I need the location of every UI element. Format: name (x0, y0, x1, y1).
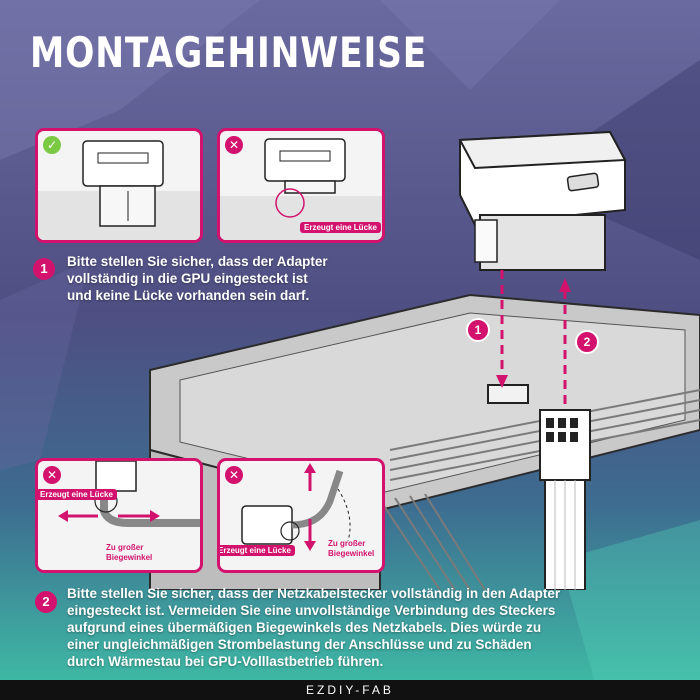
bend-angle-top-illustration (241, 463, 351, 551)
step-2-line: eingesteckt ist. Vermeiden Sie eine unvo… (67, 603, 556, 618)
checkmark-icon: ✓ (43, 136, 61, 154)
gap-tag: Erzeugt eine Lücke (220, 545, 295, 556)
step-1-line: vollständig in die GPU eingesteckt ist (67, 271, 308, 286)
diagram-step-2-badge: 2 (575, 330, 599, 354)
bend-angle-note-line: Zu großer (328, 539, 366, 548)
bend-angle-side-illustration (58, 461, 200, 527)
brand-footer: EZDIY-FAB (0, 680, 700, 700)
bend-angle-note-line: Biegewinkel (106, 553, 153, 562)
bend-angle-note-line: Zu großer (106, 543, 144, 552)
page-title: MONTAGEHINWEISE (30, 28, 428, 77)
diagram-step-1-badge: 1 (466, 318, 490, 342)
bend-angle-note: Zu großer Biegewinkel (328, 539, 374, 559)
step-2-text: Bitte stellen Sie sicher, dass der Netzk… (67, 585, 560, 670)
bend-angle-side-panel: ✕ Erzeugt eine Lücke Zu großer Biegewink… (35, 458, 203, 573)
gap-adapter-panel: ✕ Erzeugt eine Lücke (217, 128, 385, 243)
step-1-text: Bitte stellen Sie sicher, dass der Adapt… (67, 253, 328, 304)
step-2-line: Bitte stellen Sie sicher, dass der Netzk… (67, 586, 561, 601)
bend-angle-note-line: Biegewinkel (328, 549, 375, 558)
cross-icon: ✕ (43, 466, 61, 484)
step-2-line: aufgrund eines übermäßigen Biegewinkels … (67, 620, 542, 635)
step-1-badge: 1 (33, 258, 55, 280)
step-2-line: einer ungleichmäßigen Strombelastung der… (67, 637, 532, 652)
step-1-line: Bitte stellen Sie sicher, dass der Adapt… (67, 254, 328, 269)
correct-mount-illustration (38, 140, 200, 240)
gpu-adapter-illustration (149, 130, 700, 590)
cross-icon: ✕ (225, 466, 243, 484)
step-2-badge: 2 (35, 591, 57, 613)
bend-angle-top-panel: ✕ Erzeugt eine Lücke Zu großer Biegewink… (217, 458, 385, 573)
gap-tag: Erzeugt eine Lücke (300, 222, 381, 233)
bend-angle-note: Zu großer Biegewinkel (106, 543, 152, 563)
cross-icon: ✕ (225, 136, 243, 154)
gap-tag: Erzeugt eine Lücke (38, 489, 117, 500)
step-1-line: und keine Lücke vorhanden sein darf. (67, 288, 310, 303)
step-2-line: durch Wärmestau bei GPU-Volllastbetrieb … (67, 654, 384, 669)
correct-mount-panel: ✓ (35, 128, 203, 243)
